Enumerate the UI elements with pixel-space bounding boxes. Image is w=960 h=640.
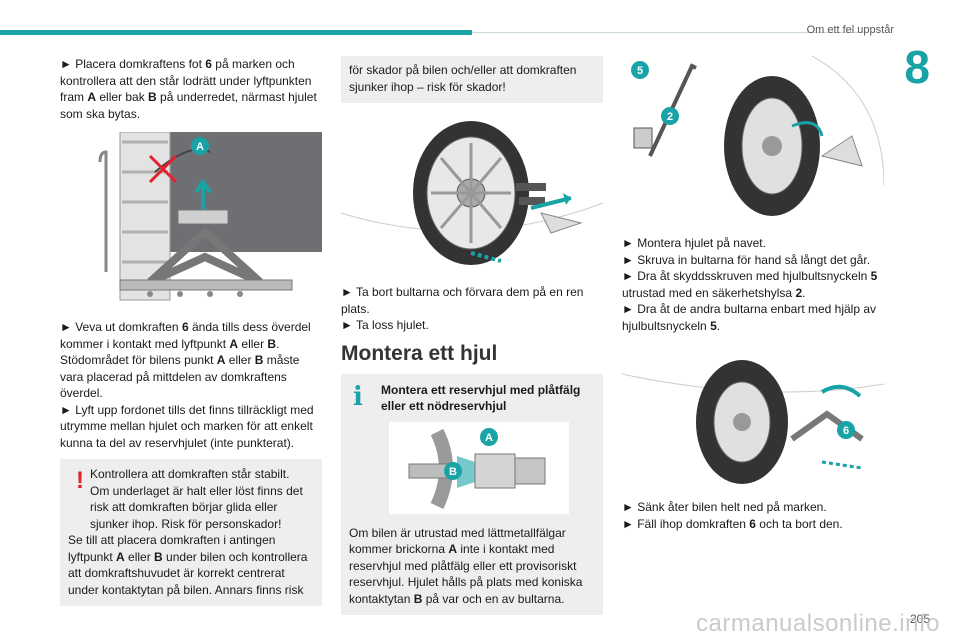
warning-line-3: Se till att placera domkraften i antinge… <box>68 533 308 597</box>
column-1: ► Placera domkraftens fot 6 på marken oc… <box>60 56 322 606</box>
step-remove-wheel: ► Ta loss hjulet. <box>341 318 429 332</box>
header-title: Om ett fel uppstår <box>806 24 894 36</box>
info-box: i Montera ett reservhjul med plåtfälg el… <box>341 373 603 615</box>
info-title: Montera ett reservhjul med plåtfälg elle… <box>381 382 581 413</box>
paragraph-lift-vehicle: ► Lyft upp fordonet tills det finns till… <box>60 402 314 450</box>
section-title: Montera ett hjul <box>341 341 498 365</box>
header-rule <box>472 32 862 33</box>
figure-remove-bolts <box>340 113 604 274</box>
fig4-label-6: 6 <box>843 425 849 437</box>
step-screw-bolts: ► Skruva in bultarna för hand så långt d… <box>622 252 871 267</box>
watermark: carmanualsonline.info <box>696 610 940 637</box>
step-lower-car: ► Sänk åter bilen helt ned på marken. <box>622 500 827 514</box>
fig1-label-a: A <box>196 141 204 153</box>
page-number: 205 <box>909 612 930 626</box>
fig-conical-label-a: A <box>485 432 493 444</box>
fig-conical-label-b: B <box>449 466 457 478</box>
column-3: 5 2 ► Montera hjulet på navet. ► Skruva … <box>621 55 885 532</box>
warning-line-2: Om underlaget är halt eller löst finns d… <box>90 483 303 531</box>
warning-box: ! Kontrollera att domkraften står stabil… <box>60 459 322 606</box>
step-fold-jack: ► Fäll ihop domkraften 6 och ta bort den… <box>622 516 843 531</box>
column-2: för skador på bilen och/eller att domkra… <box>340 56 604 615</box>
chapter-number: 8 <box>904 41 930 93</box>
figure-tighten-bolts: 5 2 <box>622 55 885 225</box>
header-accent-bar <box>0 30 472 35</box>
warning-line-1: Kontrollera att domkraften står stabilt. <box>90 467 290 481</box>
step-mount-wheel: ► Montera hjulet på navet. <box>622 236 766 250</box>
info-icon: i <box>353 381 363 412</box>
paragraph-extend-jack: ► Veva ut domkraften 6 ända tills dess ö… <box>60 320 311 400</box>
figure-conical-bolt: A B <box>349 421 595 519</box>
warning-exclamation-icon: ! <box>76 467 84 494</box>
figure-lower-car: 6 <box>621 344 885 489</box>
fig3-label-2: 2 <box>667 111 673 123</box>
figure-jack-under-car: A <box>60 131 322 309</box>
step-tighten-lock: ► Dra åt skyddsskruven med hjulbultsnyck… <box>622 269 878 300</box>
info-body: Om bilen är utrustad med lättmetallfälga… <box>349 525 583 606</box>
warning-box-continued: för skador på bilen och/eller att domkra… <box>341 56 603 103</box>
step-remove-bolts: ► Ta bort bultarna och förvara dem på en… <box>341 285 584 316</box>
fig3-label-5: 5 <box>637 65 643 77</box>
step-tighten-others: ► Dra åt de andra bultarna enbart med hj… <box>622 302 877 333</box>
paragraph-place-jack: ► Placera domkraftens fot 6 på marken oc… <box>60 57 317 121</box>
